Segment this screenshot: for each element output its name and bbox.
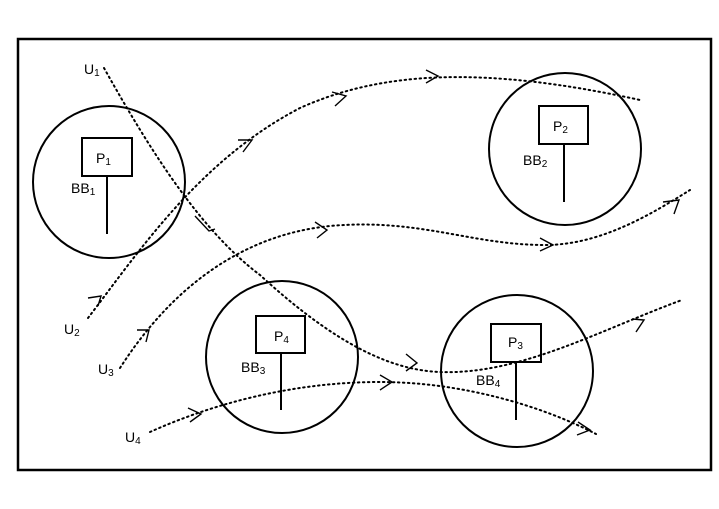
billboard-1: P1 BB1 — [32, 105, 186, 259]
trajectory-u3-arrow-3 — [539, 237, 555, 252]
trajectory-u2-arrow-1 — [87, 295, 102, 307]
billboard-2-poster-label: P2 — [553, 118, 568, 136]
trajectory-u1-arrow-1 — [194, 215, 216, 232]
trajectory-u4-arrow-2 — [379, 374, 394, 391]
billboard-3: P4 BB3 — [205, 280, 359, 434]
billboard-4-label: BB4 — [476, 372, 501, 390]
trajectory-u3-path — [119, 189, 691, 369]
trajectory-u2-arrow-2 — [238, 139, 254, 153]
billboard-2-label: BB2 — [523, 152, 548, 170]
trajectory-u1-path — [103, 67, 683, 374]
trajectory-u1: U1 — [84, 61, 683, 374]
trajectory-u1-label: U1 — [84, 61, 100, 79]
trajectory-u3-arrow-4 — [662, 199, 681, 215]
trajectory-u3-arrow-1 — [137, 329, 150, 343]
billboard-1-poster-label: P1 — [96, 150, 111, 168]
billboard-2: P2 BB2 — [488, 72, 642, 226]
billboard-3-coverage-circle — [205, 280, 359, 434]
billboard-1-coverage-circle — [32, 105, 186, 259]
trajectory-u3-label: U3 — [98, 361, 114, 379]
trajectory-u1-arrow-3 — [631, 318, 646, 333]
trajectory-u2-path — [87, 76, 641, 319]
billboard-3-label: BB3 — [241, 359, 266, 377]
trajectory-u2-arrow-3 — [331, 91, 348, 107]
billboard-4-coverage-circle — [440, 294, 594, 448]
trajectory-u2-label: U2 — [64, 321, 80, 339]
billboard-4-poster-label: P3 — [508, 334, 523, 352]
trajectory-u1-arrow-2 — [405, 353, 419, 372]
trajectory-u4: U4 — [125, 374, 597, 447]
trajectory-u3: U3 — [98, 189, 691, 379]
trajectory-u2-arrow-4 — [425, 69, 440, 84]
billboard-3-poster-label: P4 — [274, 328, 289, 346]
trajectory-u3-arrow-2 — [314, 221, 329, 239]
trajectory-u4-arrow-1 — [187, 407, 203, 423]
diagram-frame — [16, 37, 713, 472]
trajectory-u4-arrow-3 — [576, 421, 592, 436]
trajectory-u2: U2 — [64, 69, 641, 339]
billboard-2-coverage-circle — [488, 72, 642, 226]
billboard-1-label: BB1 — [71, 180, 96, 198]
trajectory-u4-label: U4 — [125, 429, 141, 447]
billboard-4: P3 BB4 — [440, 294, 594, 448]
trajectory-u4-path — [149, 380, 597, 435]
